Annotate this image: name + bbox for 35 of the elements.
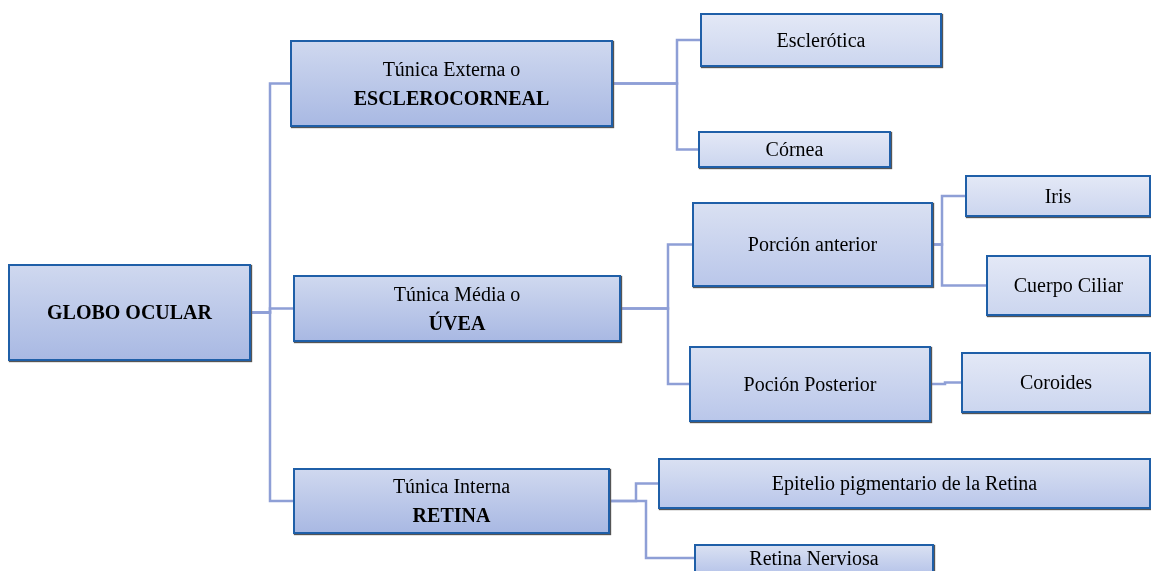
connector-line xyxy=(610,499,694,560)
node-label: Porción anterior xyxy=(747,232,878,257)
concept-box xyxy=(658,458,1151,509)
connector-line xyxy=(251,311,293,503)
node-label: ESCLEROCORNEAL xyxy=(353,85,550,111)
node-label: RETINA xyxy=(412,503,491,528)
node-label: Poción Posterior xyxy=(743,371,877,397)
concept-box xyxy=(293,275,621,342)
node-label: ÚVEA xyxy=(428,310,486,336)
connector-line xyxy=(613,82,698,151)
concept-box xyxy=(961,352,1151,413)
concept-box xyxy=(689,346,931,422)
concept-box xyxy=(290,40,613,127)
node-label: Coroides xyxy=(1019,370,1093,395)
concept-box xyxy=(293,468,610,534)
node-label: Córnea xyxy=(765,137,824,162)
node-label: Iris xyxy=(1044,183,1072,209)
concept-box xyxy=(692,202,933,287)
connector-line xyxy=(933,243,986,287)
concept-box xyxy=(8,264,251,361)
connector-line xyxy=(621,307,689,386)
node-heading: Túnica Interna xyxy=(392,474,511,499)
concept-box xyxy=(986,255,1151,316)
node-label: Esclerótica xyxy=(776,27,866,53)
concept-box xyxy=(700,13,942,67)
concept-box xyxy=(694,544,934,571)
concept-box xyxy=(965,175,1151,217)
node-label: Cuerpo Ciliar xyxy=(1013,273,1124,299)
node-label: GLOBO OCULAR xyxy=(47,300,212,325)
node-label: Epitelio pigmentario de la Retina xyxy=(771,471,1038,497)
concept-box xyxy=(698,131,891,168)
node-heading: Túnica Média o xyxy=(393,281,521,307)
node-heading: Túnica Externa o xyxy=(382,56,521,82)
connector-line xyxy=(931,381,961,386)
node-label: Retina Nerviosa xyxy=(749,546,879,570)
